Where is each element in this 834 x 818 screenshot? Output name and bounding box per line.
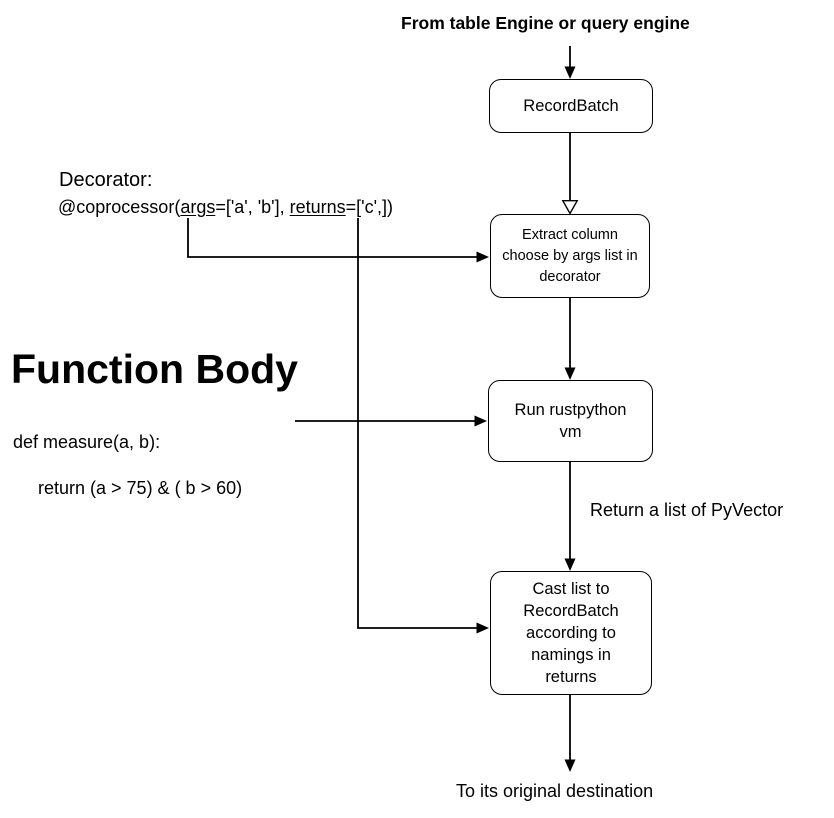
arrowhead-into-recordbatch xyxy=(564,66,576,79)
node-cast-to-recordbatch: Cast list to RecordBatch according to na… xyxy=(490,571,652,695)
node-run-rustpython-vm: Run rustpython vm xyxy=(488,380,653,462)
destination-label: To its original destination xyxy=(456,781,654,801)
function-body-return-line: return (a > 75) & ( b > 60) xyxy=(38,478,243,498)
function-body-heading: Function Body xyxy=(11,346,298,392)
arrowhead-into-destination xyxy=(564,759,576,772)
decorator-code-args: args xyxy=(180,197,216,217)
arrowhead-args-into-extract xyxy=(476,251,489,263)
node-recordbatch: RecordBatch xyxy=(489,79,653,133)
open-arrowhead-into-extract xyxy=(561,199,579,215)
edge-label-return-pyvector: Return a list of PyVector xyxy=(590,500,784,520)
edge-returns-to-cast xyxy=(357,218,478,629)
decorator-code-returns: returns xyxy=(289,197,346,217)
function-body-def-line: def measure(a, b): xyxy=(13,432,161,452)
decorator-code-prefix: @coprocessor( xyxy=(58,197,181,217)
node-extract-column-label: Extract column choose by args list in de… xyxy=(502,226,638,285)
arrowhead-functionbody-into-runvm xyxy=(474,415,487,427)
edge-args-to-extract xyxy=(187,218,478,258)
node-recordbatch-label: RecordBatch xyxy=(523,96,619,115)
decorator-code-suffix: =['c',]) xyxy=(345,197,394,217)
arrowhead-into-cast xyxy=(564,558,576,571)
decorator-code: @coprocessor(args=['a', 'b'], returns=['… xyxy=(58,197,393,218)
arrowhead-into-runvm xyxy=(564,367,576,380)
node-cast-to-recordbatch-label: Cast list to RecordBatch according to na… xyxy=(523,580,619,686)
source-title: From table Engine or query engine xyxy=(401,13,690,33)
arrowhead-returns-into-cast xyxy=(476,622,489,634)
decorator-heading: Decorator: xyxy=(59,169,153,191)
decorator-code-mid: =['a', 'b'], xyxy=(215,197,290,217)
node-extract-column: Extract column choose by args list in de… xyxy=(490,214,650,298)
node-run-rustpython-vm-label: Run rustpython vm xyxy=(514,401,627,441)
